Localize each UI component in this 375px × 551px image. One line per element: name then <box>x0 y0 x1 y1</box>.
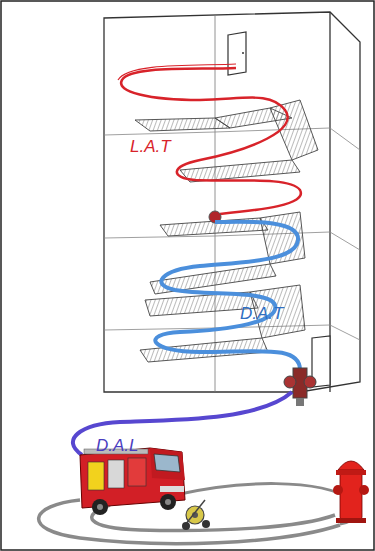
hose-line <box>118 64 236 80</box>
hose-reel-cart <box>182 500 210 530</box>
dry-riser-inlet <box>284 368 316 406</box>
hose-line <box>175 484 358 524</box>
hose-line <box>92 505 335 530</box>
fire-hydrant <box>333 461 369 523</box>
hose-line <box>155 222 300 370</box>
fire-truck <box>80 448 185 515</box>
building-outline <box>104 12 360 392</box>
hose-line <box>73 392 292 455</box>
hose-label: D.A.T <box>240 305 283 322</box>
hose-label: L.A.T <box>130 138 171 155</box>
hose-label: D.A.L <box>96 437 139 454</box>
hose-line <box>121 68 301 214</box>
